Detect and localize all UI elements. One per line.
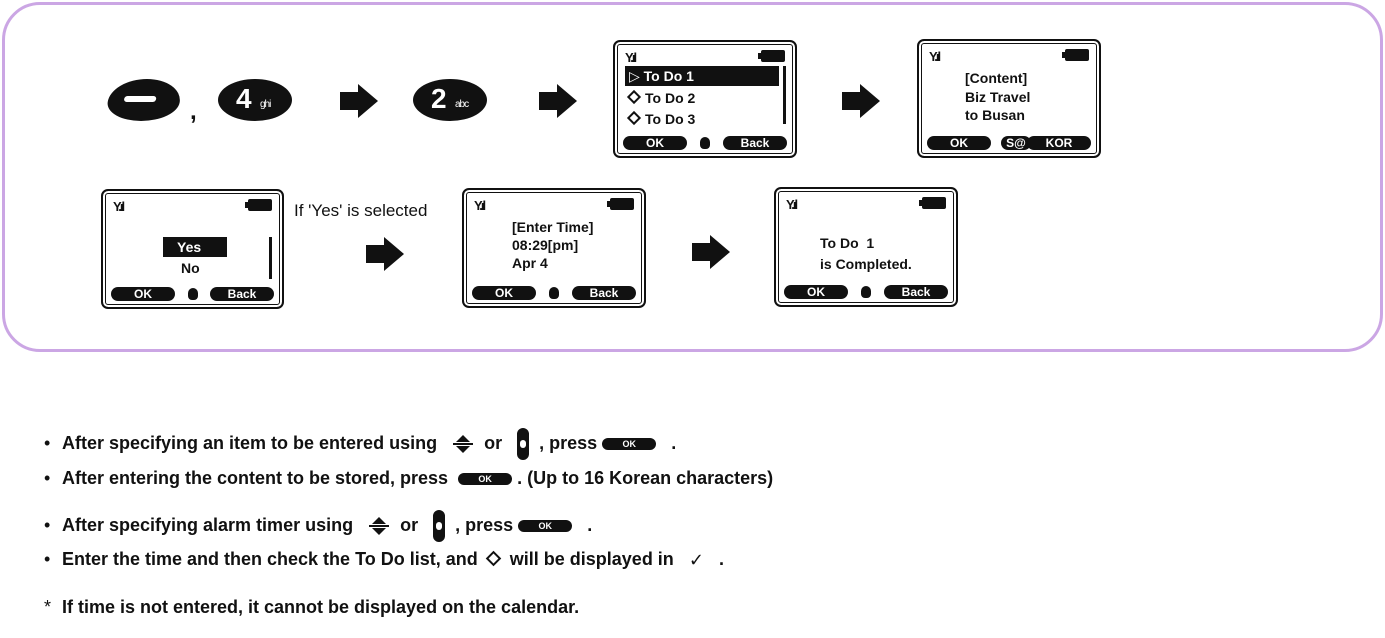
ok-key-icon: OK [458, 473, 513, 486]
key-4-letters: ghi [260, 99, 271, 110]
key-2-letters: abc [455, 99, 469, 110]
signal-icon: Y.ıl [474, 198, 486, 213]
battery-icon [607, 198, 634, 210]
time-line: Apr 4 [512, 255, 548, 271]
battery-icon [758, 50, 785, 62]
enter-time-screen: Y.ıl [Enter Time] 08:29[pm] Apr 4 OK Bac… [462, 188, 646, 308]
key-2-digit: 2 [431, 83, 447, 114]
signal-icon: Y.ıl [786, 197, 798, 212]
nav-key-icon [700, 137, 710, 149]
content-line: Biz Travel [965, 89, 1031, 105]
signal-icon: Y.ıl [625, 50, 637, 65]
battery-icon [919, 197, 946, 209]
up-down-key-icon [452, 433, 474, 455]
scrollbar [269, 237, 272, 279]
ok-softkey[interactable]: OK [927, 136, 991, 150]
battery-icon [1062, 49, 1089, 61]
nav-key-icon [549, 287, 559, 299]
content-line: to Busan [965, 107, 1025, 123]
arrow-right-icon [842, 84, 880, 118]
back-softkey[interactable]: Back [723, 136, 787, 150]
instruction-line-4: •Enter the time and then check the To Do… [44, 549, 724, 570]
signal-icon: Y.ıl [113, 199, 125, 214]
volume-key-icon [433, 510, 446, 542]
volume-key-icon [517, 428, 530, 460]
diamond-icon [626, 110, 642, 126]
back-softkey[interactable]: Back [572, 286, 636, 300]
list-item[interactable]: ▷ To Do 1 [629, 68, 694, 84]
arrow-right-icon [366, 237, 404, 271]
kor-softkey[interactable]: KOR [1027, 136, 1091, 150]
todo-list-screen: Y.ıl ▷ To Do 1 To Do 2 To Do 3 OK Back [613, 40, 797, 158]
ok-softkey[interactable]: OK [472, 286, 536, 300]
ok-softkey[interactable]: OK [623, 136, 687, 150]
diamond-icon [485, 550, 502, 567]
diamond-icon [626, 89, 642, 105]
key-4-digit: 4 [236, 83, 252, 114]
time-line: 08:29[pm] [512, 237, 579, 253]
list-item[interactable]: To Do 2 [626, 89, 695, 107]
separator-comma: , [190, 98, 197, 125]
time-line: [Enter Time] [512, 219, 594, 235]
nav-key-icon [187, 288, 198, 300]
done-line: To Do 1 [820, 235, 875, 251]
note-line: *If time is not entered, it cannot be di… [44, 597, 580, 617]
selection-highlight [625, 66, 779, 86]
nav-key-icon [861, 286, 871, 298]
arrow-right-icon [539, 84, 577, 118]
selection-highlight [163, 237, 227, 257]
ok-softkey[interactable]: OK [784, 285, 848, 299]
arrow-right-icon [692, 235, 730, 269]
ok-softkey[interactable]: OK [111, 287, 175, 301]
note-mark: * [44, 597, 52, 617]
instruction-line-3: •After specifying alarm timer using or ,… [44, 510, 592, 542]
option-yes[interactable]: Yes [177, 239, 202, 255]
ok-key-icon: OK [602, 438, 657, 450]
signal-icon: Y.ıl [929, 49, 941, 64]
key-4-icon: 4 ghi [218, 79, 292, 121]
instruction-line-1: •After specifying an item to be entered … [44, 428, 676, 460]
key-2-icon: 2 abc [413, 79, 487, 121]
option-no[interactable]: No [181, 260, 200, 276]
battery-icon [245, 199, 272, 211]
back-softkey[interactable]: Back [210, 287, 274, 301]
back-softkey[interactable]: Back [884, 285, 948, 299]
content-line: [Content] [965, 70, 1028, 86]
symbol-softkey[interactable]: S@ [1001, 136, 1031, 150]
completed-screen: Y.ıl To Do 1 is Completed. OK Back [774, 187, 958, 307]
up-down-key-icon [368, 515, 390, 537]
scrollbar [783, 66, 786, 124]
content-screen: Y.ıl [Content] Biz Travel to Busan OK S@… [917, 39, 1101, 158]
ok-key-icon: OK [518, 520, 573, 532]
list-item[interactable]: To Do 3 [626, 110, 695, 128]
confirm-screen: Y.ıl Yes No OK Back [101, 189, 284, 309]
instruction-line-2: •After entering the content to be stored… [44, 468, 774, 488]
done-line: is Completed. [820, 256, 912, 272]
check-icon: ✓ [688, 549, 704, 570]
condition-label: If 'Yes' is selected [294, 201, 428, 220]
arrow-right-icon [340, 84, 378, 118]
